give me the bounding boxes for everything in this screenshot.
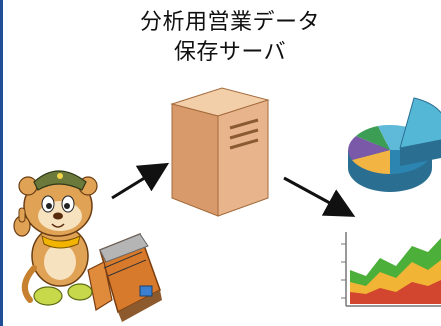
title-line-1: 分析用営業データ <box>139 10 320 35</box>
mascot-with-ticket-gate <box>13 170 162 322</box>
server-tower-icon <box>170 87 270 217</box>
arrow-to-server <box>111 162 170 200</box>
ticket-gate-icon <box>87 233 162 322</box>
title-line-2: 保存サーバ <box>173 40 287 65</box>
diagram-title: 分析用営業データ 保存サーバ <box>120 8 340 68</box>
pie-chart-icon <box>348 97 441 192</box>
page-edge-bar <box>0 0 3 326</box>
area-chart-icon <box>341 232 441 307</box>
mascot-icon <box>13 170 98 306</box>
arrow-to-charts <box>283 176 356 217</box>
